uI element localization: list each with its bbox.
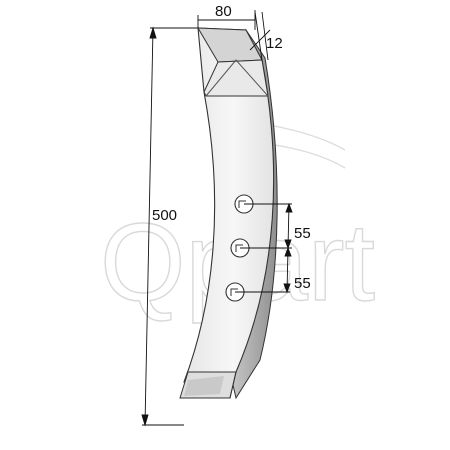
- dim-thickness-line-a: [254, 11, 263, 61]
- dim-thickness-label: 12: [266, 35, 283, 52]
- plough-blade: [179, 27, 278, 400]
- dim-length-line: [144, 27, 154, 426]
- dim-hole-spacing-upper-label: 55: [294, 225, 311, 242]
- blade-bottom-shade: [184, 376, 224, 396]
- blade-top-bevel: [203, 59, 269, 97]
- blade-top-point: [205, 59, 269, 97]
- dim-thickness-line-b: [261, 11, 269, 61]
- blade-bottom-face: [180, 371, 237, 399]
- dim-top-width-label: 80: [215, 3, 232, 20]
- dimensions: [141, 10, 293, 427]
- dim-hole-spacing-lower-label: 55: [294, 275, 311, 292]
- dim-length-label: 500: [152, 207, 177, 224]
